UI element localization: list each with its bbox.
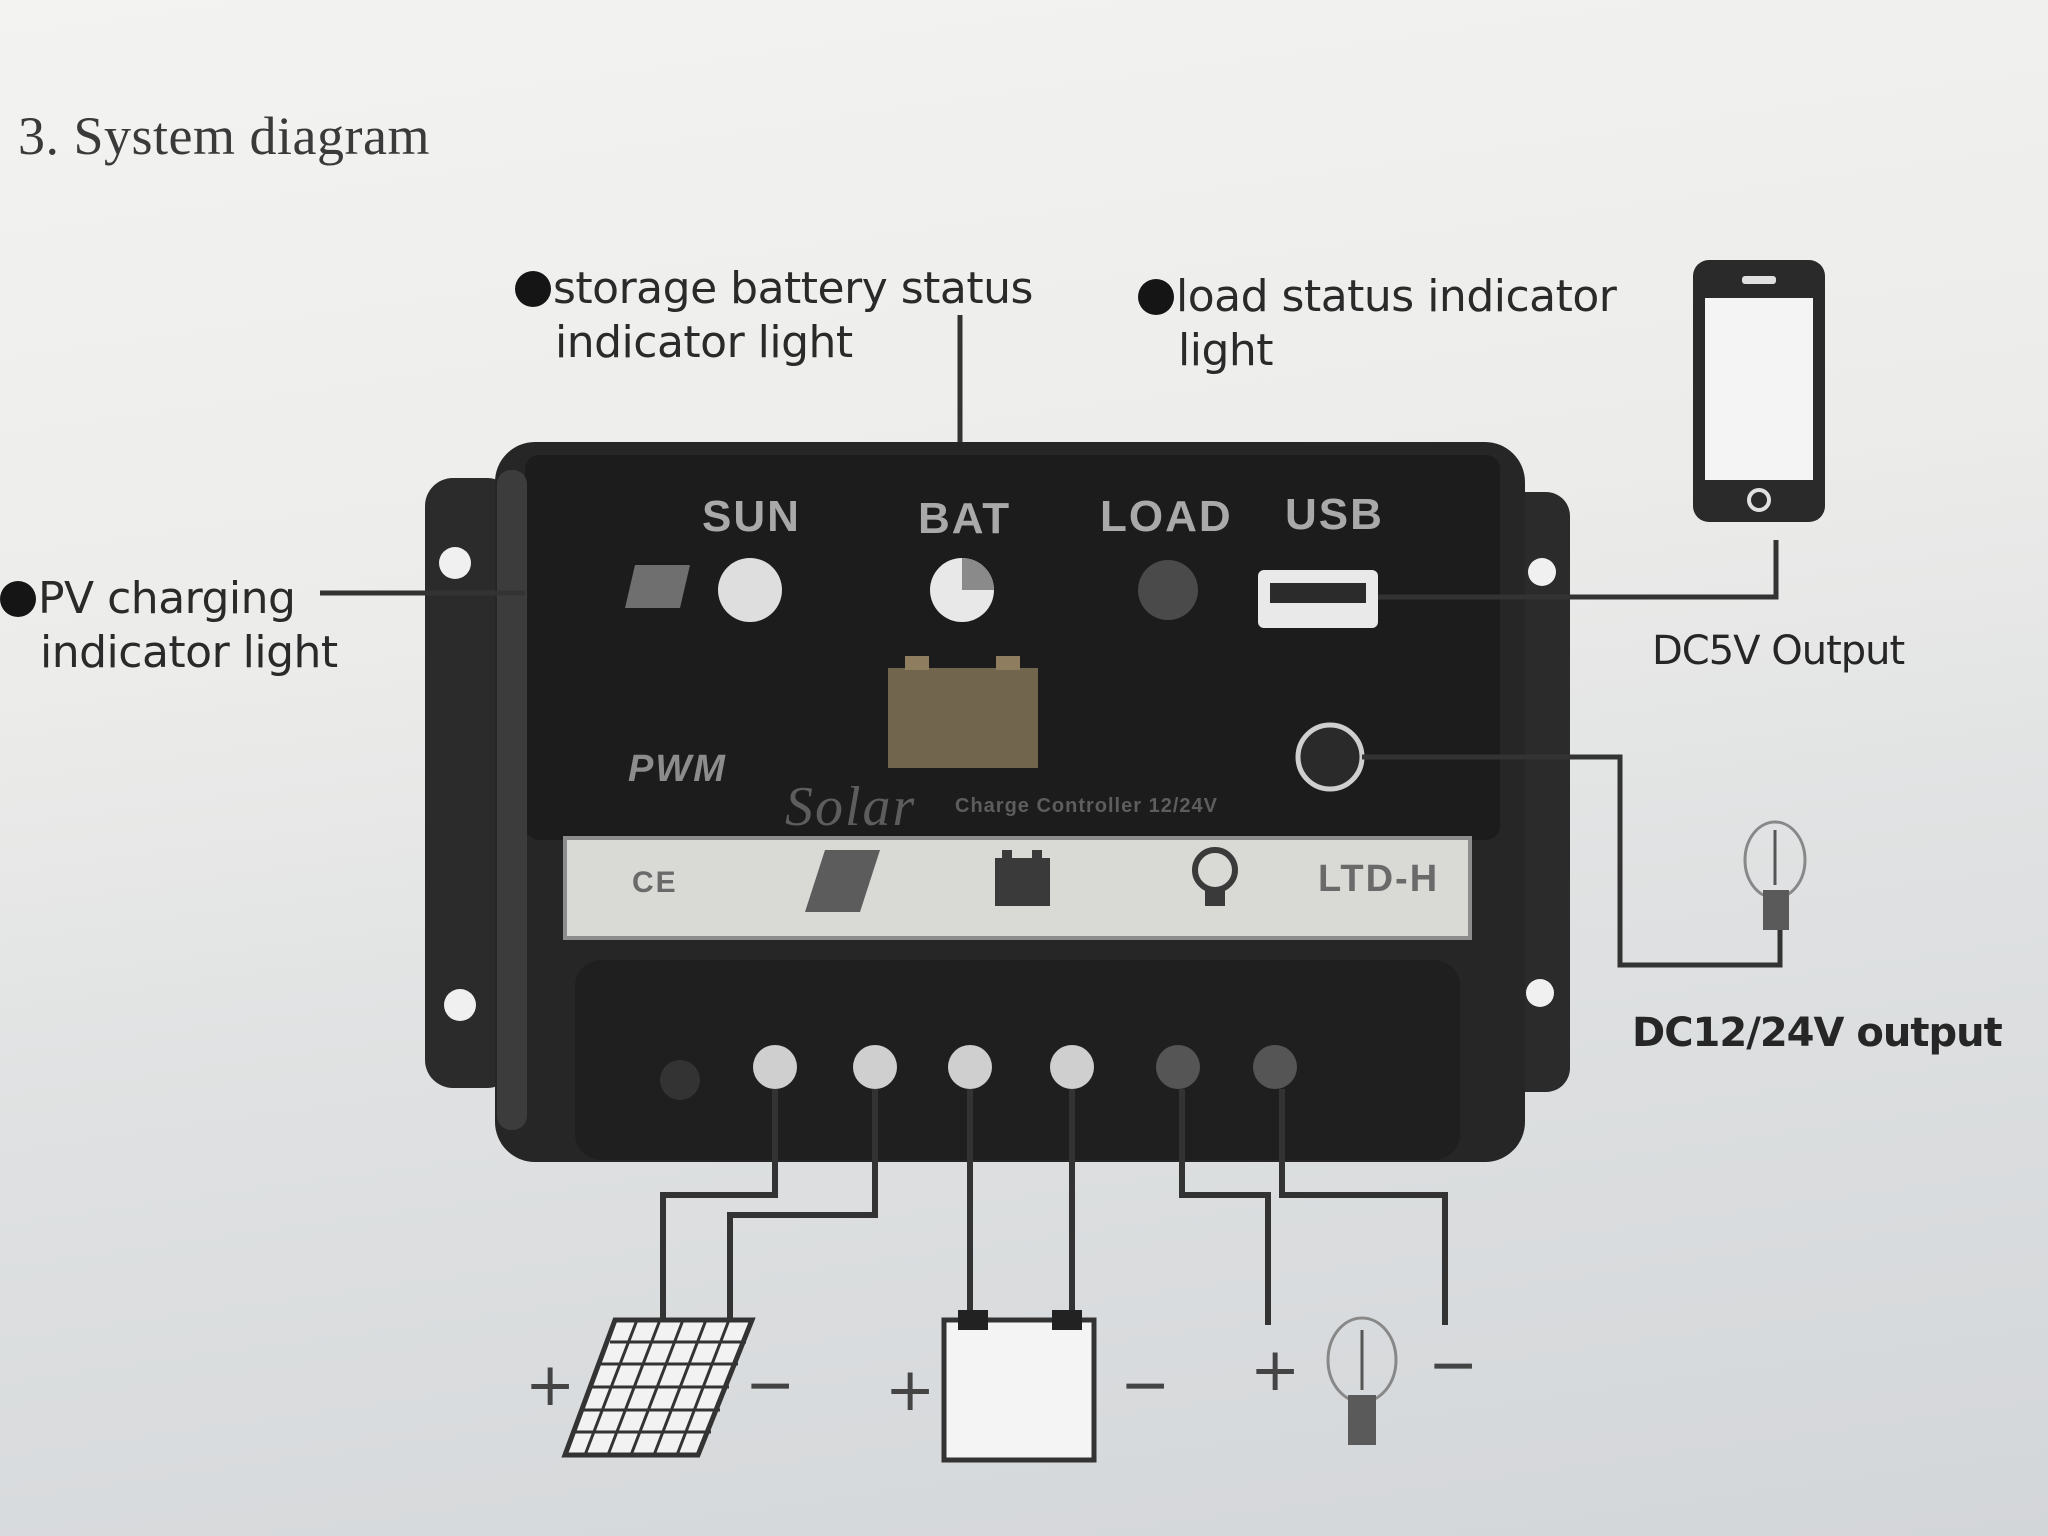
battery-status-callout: storage battery status indicator light	[515, 262, 1033, 370]
bullet-icon	[515, 271, 551, 307]
solar-panel-icon	[561, 1317, 756, 1458]
battery-status-line2: indicator light	[555, 317, 853, 368]
pv-charging-line2: indicator light	[40, 627, 338, 678]
load-plus-sign: +	[1250, 1335, 1301, 1405]
pv-charging-callout: PV charging indicator light	[0, 572, 338, 680]
battery-plus-sign: +	[885, 1355, 936, 1425]
panel-battery-icon	[888, 656, 1038, 768]
bulb-icon-bottom	[1326, 1316, 1398, 1445]
load-output-label: DC12/24V output	[1632, 1010, 2003, 1056]
page-title: 3. System diagram	[18, 106, 430, 166]
panel-solar-icon	[625, 565, 690, 608]
phone-icon	[1693, 260, 1825, 522]
pv-charging-line1: PV charging	[38, 573, 296, 624]
load-led	[1138, 560, 1198, 620]
solar-minus-sign: −	[745, 1350, 796, 1420]
bullet-icon	[0, 581, 36, 617]
usb-label: USB	[1285, 490, 1384, 539]
terminal-screws	[660, 1045, 1297, 1100]
bulb-icon-output	[1743, 820, 1807, 930]
usb-output-label: DC5V Output	[1652, 628, 1905, 674]
battery-icon	[941, 1310, 1097, 1463]
load-label: LOAD	[1100, 492, 1233, 541]
model-label: LTD-H	[1318, 858, 1440, 900]
usb-port	[1258, 570, 1378, 628]
terminal-wires	[660, 1089, 1448, 1325]
battery-minus-sign: −	[1120, 1350, 1171, 1420]
pwm-label: PWM	[628, 748, 727, 790]
indicator-leds	[718, 558, 1198, 622]
solar-plus-sign: +	[525, 1350, 576, 1420]
bullet-icon	[1138, 279, 1174, 315]
load-output-socket	[1295, 722, 1365, 792]
strip-icons	[805, 847, 1238, 912]
load-status-callout: load status indicator light	[1138, 270, 1617, 378]
battery-status-line1: storage battery status	[553, 263, 1033, 314]
ce-mark: CE	[632, 866, 678, 899]
controller-subtitle: Charge Controller 12/24V	[955, 795, 1218, 817]
bat-label: BAT	[918, 494, 1012, 543]
leader-lines	[320, 315, 1783, 968]
load-status-line2: light	[1178, 325, 1274, 376]
brand-label: Solar	[785, 776, 917, 838]
load-status-line1: load status indicator	[1176, 271, 1617, 322]
sun-label: SUN	[702, 492, 801, 541]
sun-led	[718, 558, 782, 622]
load-minus-sign: −	[1428, 1330, 1479, 1400]
